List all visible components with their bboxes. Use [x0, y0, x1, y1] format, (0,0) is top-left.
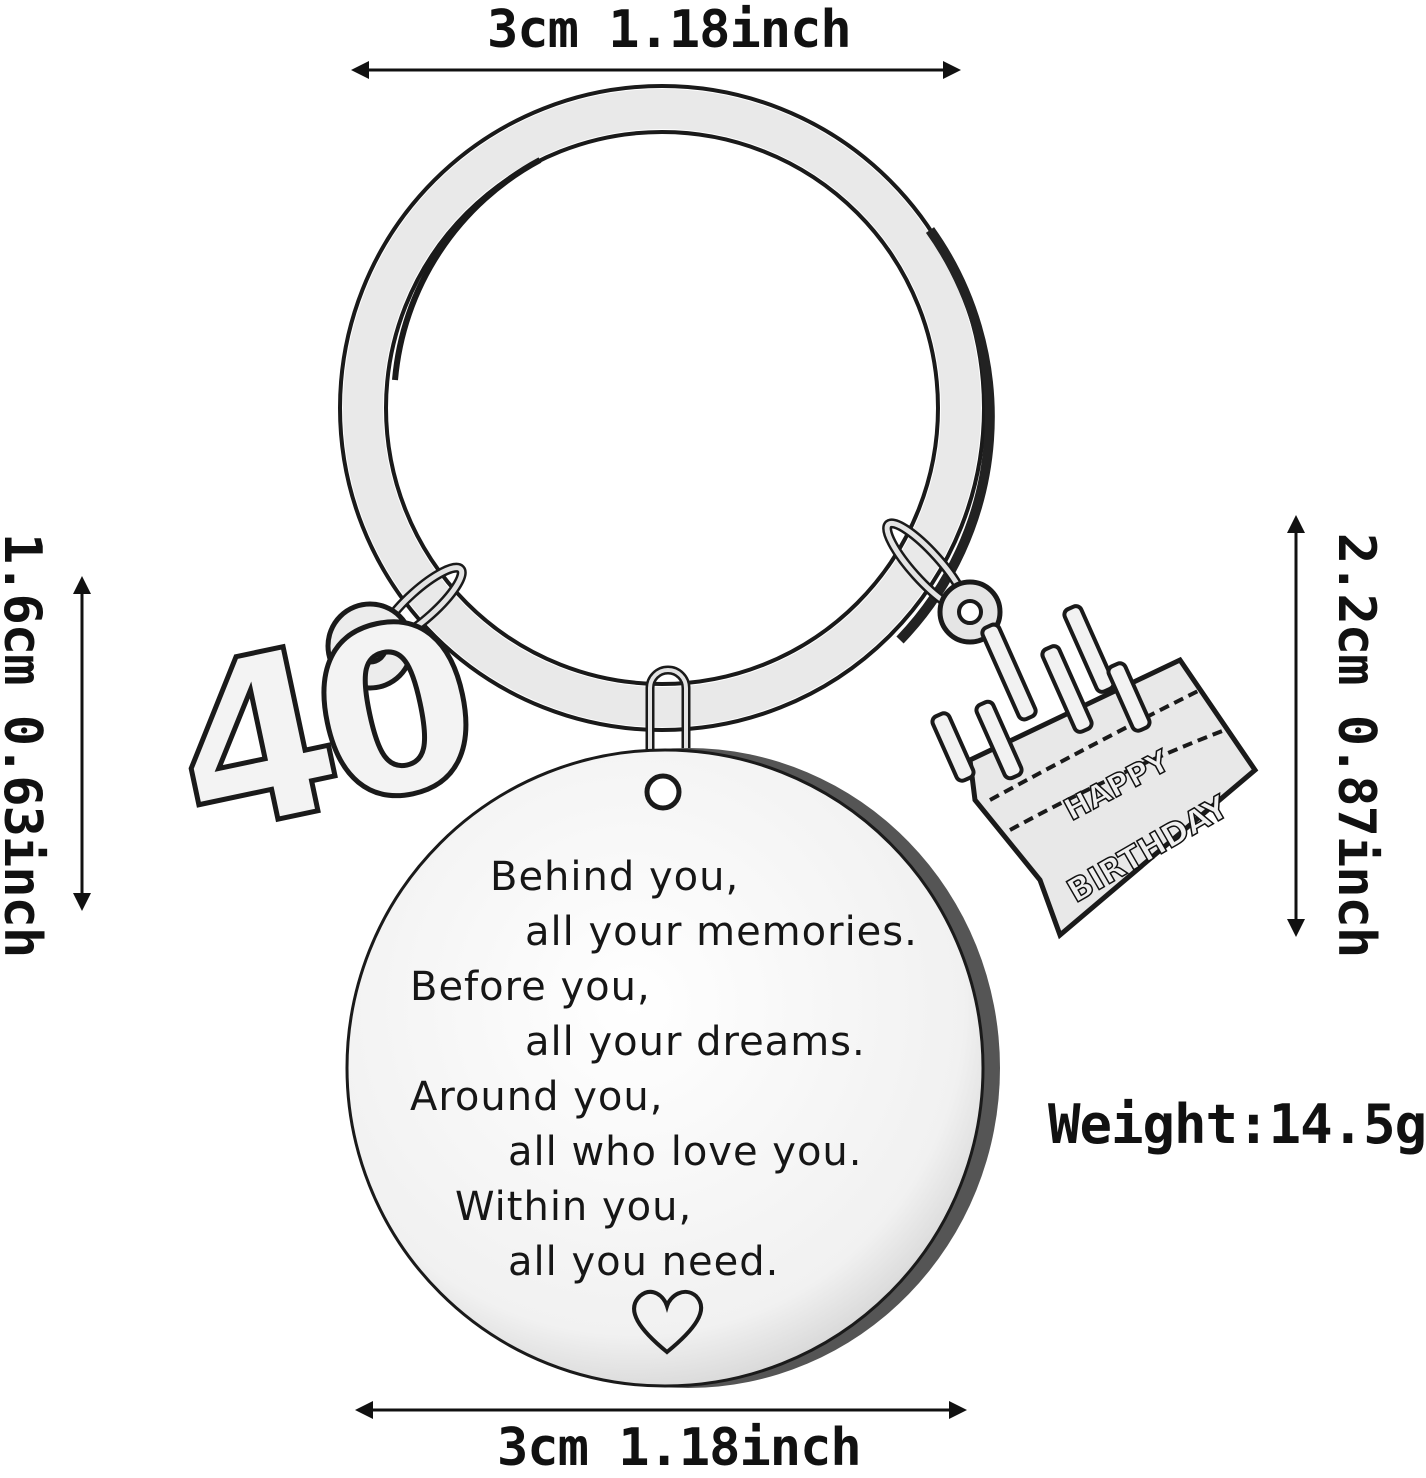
round-disc — [345, 748, 1000, 1388]
disc-line-4: all your dreams. — [525, 1019, 866, 1065]
cake-charm — [930, 579, 1259, 940]
weight-label: Weight:14.5g — [1048, 1093, 1426, 1156]
disc-line-2: all your memories. — [525, 909, 918, 955]
disc-line-7: Within you, — [455, 1184, 693, 1230]
disc-line-1: Behind you, — [490, 854, 740, 900]
disc-line-3: Before you, — [410, 964, 651, 1010]
disc-line-6: all who love you. — [508, 1129, 863, 1175]
number-charm-height-label: 1.6cm 0.63inch — [0, 532, 52, 958]
number-charm: 40 — [149, 568, 487, 893]
disc-line-8: all you need. — [508, 1239, 780, 1285]
key-ring — [338, 84, 995, 732]
ring-width-label: 3cm 1.18inch — [487, 0, 852, 60]
disc-line-5: Around you, — [410, 1074, 664, 1120]
disc-width-label: 3cm 1.18inch — [497, 1418, 862, 1478]
number-charm-tab — [325, 601, 415, 691]
cake-charm-height-label: 2.2cm 0.87inch — [1326, 532, 1386, 958]
heart-icon — [632, 1289, 704, 1355]
